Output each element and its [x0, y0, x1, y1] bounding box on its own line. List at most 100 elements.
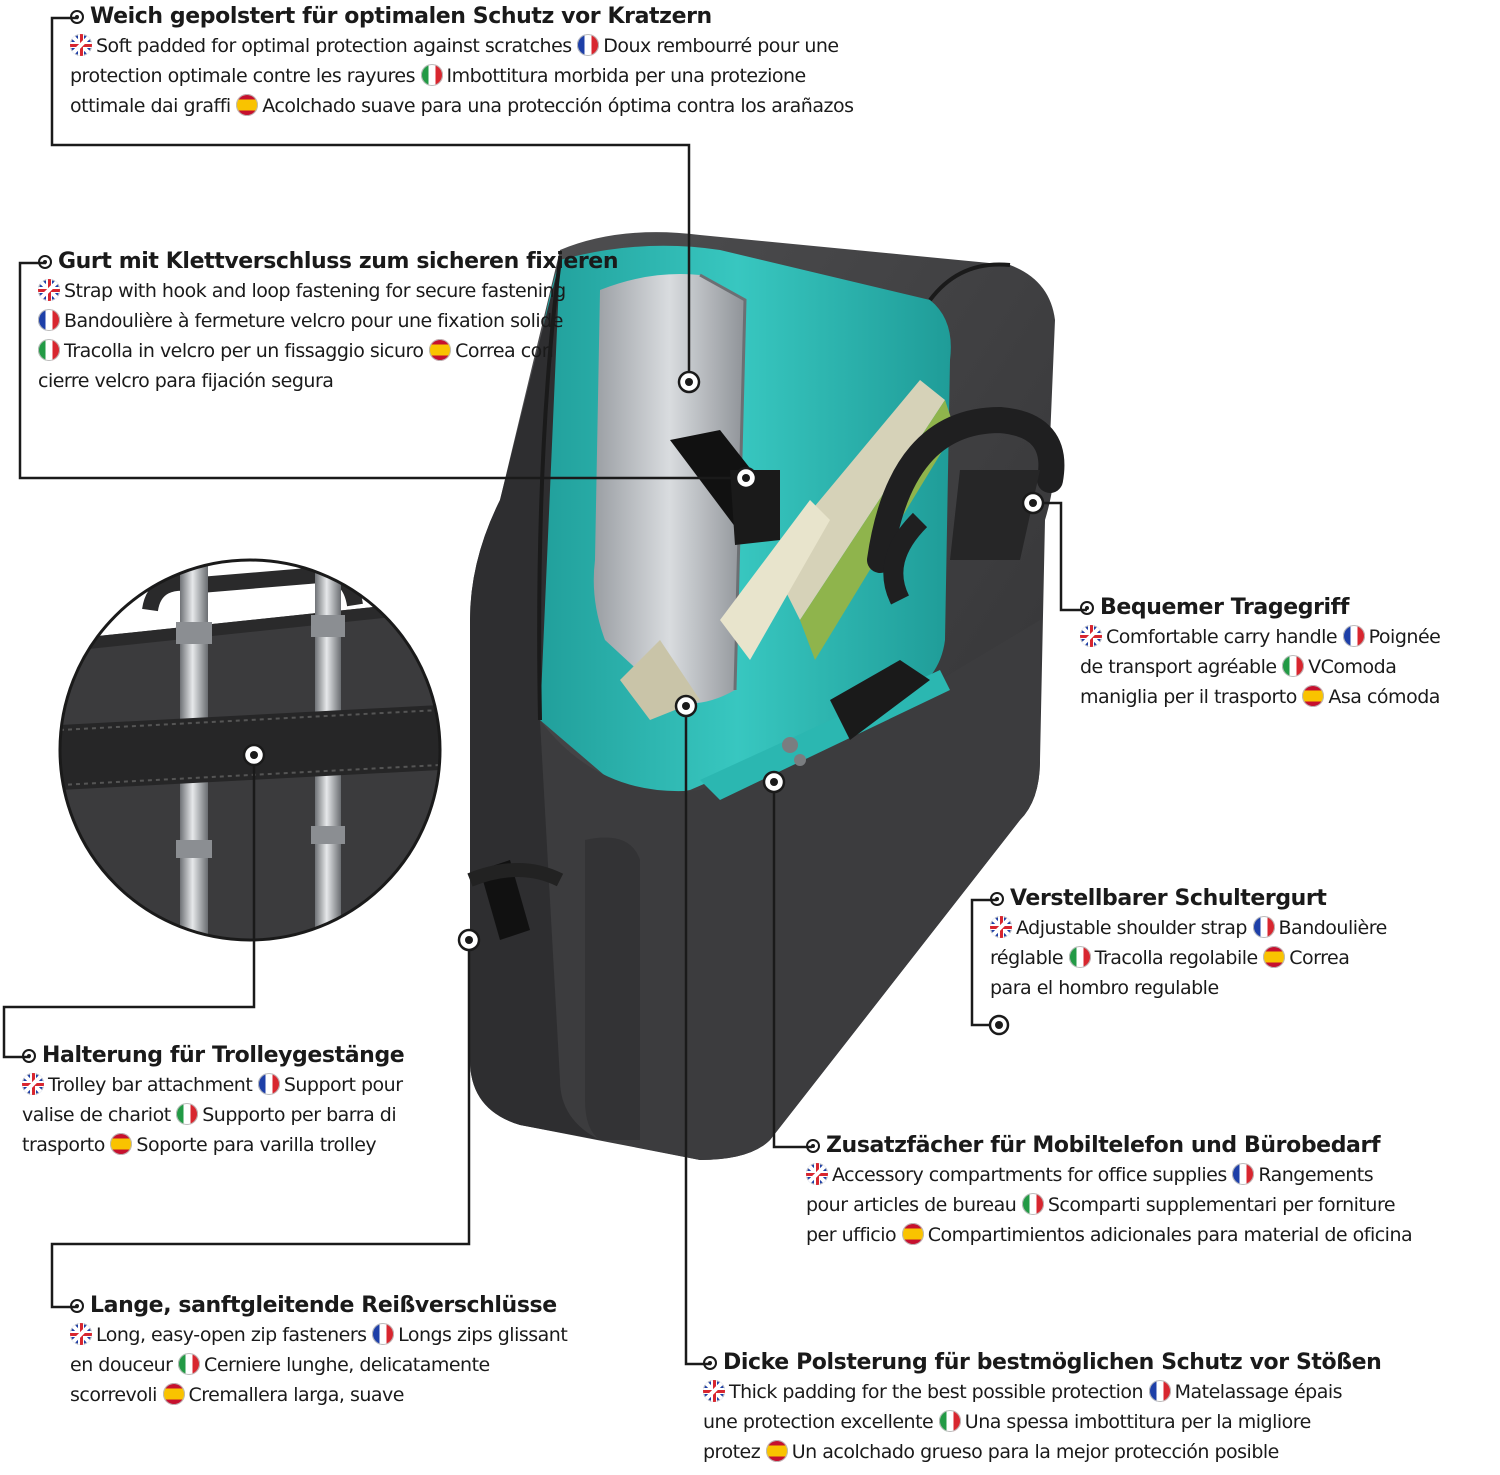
- callout-text: protection optimale contre les rayures: [70, 65, 416, 87]
- callout-text: Un acolchado grueso para la mejor protec…: [791, 1441, 1280, 1463]
- callout-line: maniglia per il trasporto Asa cómoda: [1080, 682, 1498, 712]
- callout-text: Matelassage épais: [1174, 1381, 1343, 1403]
- es-flag-icon: [1263, 946, 1286, 968]
- callout-thick: Dicke Polsterung für bestmöglichen Schut…: [703, 1349, 1483, 1467]
- marker-accessory-inside: [762, 770, 786, 794]
- callout-heading: Weich gepolstert für optimalen Schutz vo…: [70, 3, 990, 31]
- callout-text: Strap with hook and loop fastening for s…: [64, 280, 566, 302]
- callout-line: para el hombro regulable: [990, 973, 1460, 1003]
- callout-text: Cremallera larga, suave: [188, 1384, 405, 1406]
- uk-flag-icon: [703, 1380, 725, 1402]
- uk-flag-icon: [70, 1323, 92, 1345]
- fr-flag-icon: [1342, 625, 1365, 647]
- callout-strap: Gurt mit Klettverschluss zum sicheren fi…: [38, 248, 678, 396]
- callout-body: Long, easy-open zip fasteners Longs zips…: [70, 1320, 670, 1410]
- uk-flag-icon: [38, 279, 60, 301]
- callout-body: Strap with hook and loop fastening for s…: [38, 276, 678, 396]
- it-flag-icon: [178, 1353, 201, 1375]
- callout-text: Long, easy-open zip fasteners: [96, 1324, 367, 1346]
- callout-line: en douceur Cerniere lunghe, delicatament…: [70, 1350, 670, 1380]
- callout-text: Support pour: [283, 1074, 403, 1096]
- callout-text: Cerniere lunghe, delicatamente: [204, 1354, 490, 1376]
- callout-padded: Weich gepolstert für optimalen Schutz vo…: [70, 3, 990, 121]
- trolley-detail-circle: [58, 558, 442, 942]
- bullet-marker-icon: [990, 892, 1004, 906]
- fr-flag-icon: [1232, 1163, 1255, 1185]
- callout-text: Supporto per barra di: [202, 1104, 397, 1126]
- es-flag-icon: [236, 94, 259, 116]
- es-flag-icon: [429, 339, 452, 361]
- callout-body: Thick padding for the best possible prot…: [703, 1377, 1483, 1467]
- uk-flag-icon: [1080, 625, 1102, 647]
- callout-text: Trolley bar attachment: [48, 1074, 253, 1096]
- callout-line: per ufficio Compartimientos adicionales …: [806, 1220, 1500, 1250]
- bullet-marker-icon: [38, 255, 52, 269]
- marker-trolley-inside: [242, 743, 266, 767]
- bullet-marker-icon: [703, 1356, 717, 1370]
- uk-flag-icon: [990, 916, 1012, 938]
- bullet-marker-icon: [70, 1299, 84, 1313]
- callout-text: cierre velcro para fijación segura: [38, 370, 334, 392]
- marker-thick-inside: [674, 694, 698, 718]
- callout-line: trasporto Soporte para varilla trolley: [22, 1130, 482, 1160]
- callout-heading: Zusatzfächer für Mobiltelefon und Bürobe…: [806, 1132, 1500, 1160]
- it-flag-icon: [1021, 1193, 1044, 1215]
- it-flag-icon: [38, 339, 60, 361]
- callout-text: Poignée: [1368, 626, 1441, 648]
- uk-flag-icon: [22, 1073, 44, 1095]
- callout-text: réglable: [990, 947, 1064, 969]
- marker-shoulder-end: [988, 1014, 1010, 1036]
- it-flag-icon: [938, 1410, 961, 1432]
- callout-line: pour articles de bureau Scomparti supple…: [806, 1190, 1500, 1220]
- callout-text: Asa cómoda: [1328, 686, 1440, 708]
- callout-text: Tracolla regolabile: [1094, 947, 1259, 969]
- es-flag-icon: [901, 1223, 924, 1245]
- callout-heading: Lange, sanftgleitende Reißverschlüsse: [70, 1292, 670, 1320]
- callout-text: Soft padded for optimal protection again…: [96, 35, 572, 57]
- bullet-marker-icon: [22, 1049, 36, 1063]
- fr-flag-icon: [1148, 1380, 1171, 1402]
- callout-text: VComoda: [1308, 656, 1397, 678]
- callout-accessory: Zusatzfächer für Mobiltelefon und Bürobe…: [806, 1132, 1500, 1250]
- marker-strap-inside: [734, 466, 758, 490]
- es-flag-icon: [110, 1133, 133, 1155]
- callout-line: Strap with hook and loop fastening for s…: [38, 276, 678, 306]
- leader-lines: [2, 16, 1087, 1366]
- callout-text: Una spessa imbottitura per la migliore: [964, 1411, 1312, 1433]
- callout-line: réglable Tracolla regolabile Correa: [990, 943, 1460, 973]
- es-flag-icon: [1302, 685, 1325, 707]
- uk-flag-icon: [806, 1163, 828, 1185]
- callout-text: Acolchado suave para una protección ópti…: [262, 95, 854, 117]
- callout-text: Thick padding for the best possible prot…: [729, 1381, 1144, 1403]
- it-flag-icon: [1282, 655, 1305, 677]
- bullet-marker-icon: [1080, 601, 1094, 615]
- fr-flag-icon: [1252, 916, 1275, 938]
- it-flag-icon: [420, 64, 443, 86]
- callout-text: Bandoulière à fermeture velcro pour une …: [64, 310, 563, 332]
- callout-text: Correa con: [455, 340, 554, 362]
- callout-text: une protection excellente: [703, 1411, 934, 1433]
- laptop-bag: [467, 232, 1065, 1161]
- callout-body: Soft padded for optimal protection again…: [70, 31, 990, 121]
- callout-text: Correa: [1289, 947, 1350, 969]
- callout-text: Scomparti supplementari per forniture: [1047, 1194, 1396, 1216]
- callout-line: Accessory compartments for office suppli…: [806, 1160, 1500, 1190]
- bullet-marker-icon: [70, 10, 84, 24]
- es-flag-icon: [765, 1440, 788, 1462]
- callout-line: cierre velcro para fijación segura: [38, 366, 678, 396]
- callout-text: ottimale dai graffi: [70, 95, 231, 117]
- callout-text: Bandoulière: [1278, 917, 1388, 939]
- callout-line: Soft padded for optimal protection again…: [70, 31, 990, 61]
- fr-flag-icon: [577, 34, 600, 56]
- markers: [242, 370, 1045, 1036]
- callout-line: Bandoulière à fermeture velcro pour une …: [38, 306, 678, 336]
- callout-line: Long, easy-open zip fasteners Longs zips…: [70, 1320, 670, 1350]
- fr-flag-icon: [372, 1323, 395, 1345]
- bullet-marker-icon: [806, 1139, 820, 1153]
- callout-text: Longs zips glissant: [398, 1324, 568, 1346]
- callout-line: de transport agréable VComoda: [1080, 652, 1498, 682]
